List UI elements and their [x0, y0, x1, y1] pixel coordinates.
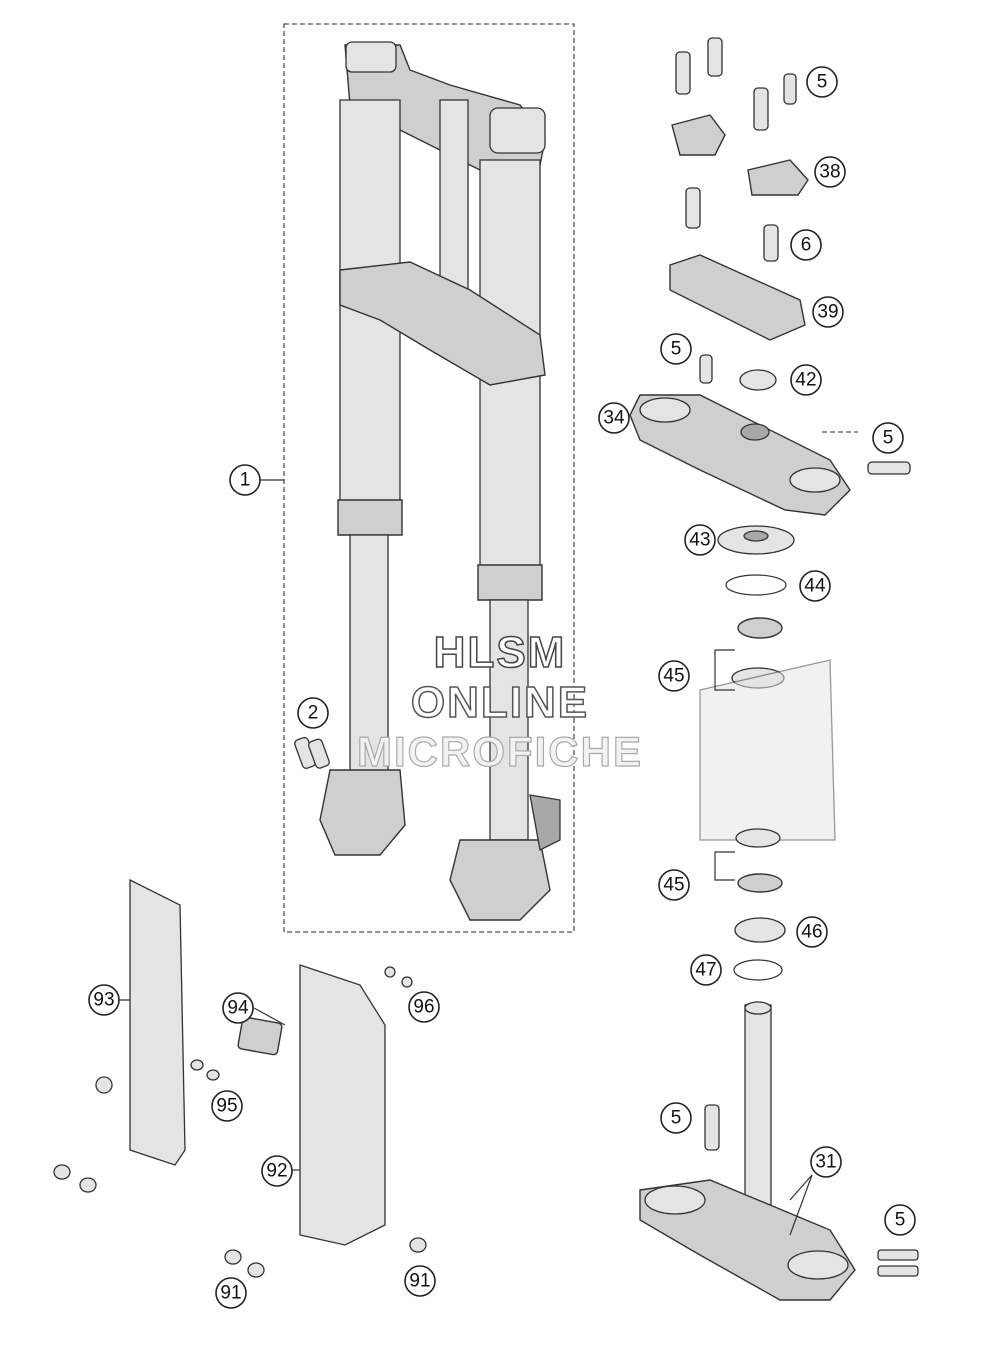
svg-text:38: 38: [819, 162, 840, 183]
callout-43: 43: [684, 524, 716, 556]
callout-47: 47: [690, 954, 722, 986]
upper-triple-clamp: [629, 394, 911, 516]
svg-text:47: 47: [695, 960, 716, 981]
svg-text:44: 44: [804, 576, 826, 597]
o-ring-44: [725, 574, 787, 596]
svg-text:1: 1: [240, 470, 251, 491]
svg-text:43: 43: [689, 530, 710, 551]
callout-31: 31: [810, 1146, 842, 1178]
watermark-line-2: ONLINE: [410, 677, 590, 728]
callout-6: 6: [790, 229, 822, 261]
svg-text:5: 5: [883, 428, 894, 449]
svg-text:91: 91: [409, 1271, 430, 1292]
svg-text:5: 5: [671, 1108, 682, 1129]
svg-text:91: 91: [220, 1283, 241, 1304]
svg-text:45: 45: [663, 666, 684, 687]
svg-text:96: 96: [413, 997, 434, 1018]
watermark-line-1: HLSM: [433, 627, 567, 678]
callout-5e: 5: [884, 1204, 916, 1236]
svg-text:93: 93: [93, 990, 114, 1011]
callout-38: 38: [814, 156, 846, 188]
callout-45a: 45: [658, 660, 690, 692]
callout-5c: 5: [872, 422, 904, 454]
callout-39: 39: [812, 296, 844, 328]
svg-text:94: 94: [227, 998, 249, 1019]
callout-95: 95: [211, 1090, 243, 1122]
svg-text:42: 42: [795, 370, 816, 391]
callout-1: 1: [229, 464, 261, 496]
callout-5a: 5: [806, 66, 838, 98]
fork-guards: [53, 878, 427, 1278]
callout-96: 96: [408, 991, 440, 1023]
dust-seal-46: [734, 917, 786, 943]
fork-assembly: [319, 41, 561, 921]
svg-text:6: 6: [801, 235, 812, 256]
callout-44: 44: [799, 570, 831, 602]
handlebar-clamp-parts: [669, 37, 809, 391]
svg-text:2: 2: [308, 703, 319, 724]
svg-text:34: 34: [603, 408, 625, 429]
bolt-pair: [294, 736, 330, 769]
callout-34: 34: [598, 402, 630, 434]
svg-text:39: 39: [817, 302, 838, 323]
svg-text:5: 5: [817, 72, 828, 93]
svg-text:95: 95: [216, 1096, 237, 1117]
svg-text:5: 5: [671, 339, 682, 360]
callout-94: 94: [222, 992, 254, 1024]
callout-46: 46: [796, 916, 828, 948]
callout-91a: 91: [215, 1277, 247, 1309]
lower-triple-clamp: [639, 1001, 919, 1301]
svg-text:45: 45: [663, 875, 684, 896]
watermark-line-3: MICROFICHE: [356, 727, 643, 775]
callout-42: 42: [790, 364, 822, 396]
callout-91b: 91: [404, 1265, 436, 1297]
steering-bearing-set: [699, 617, 836, 893]
callout-92: 92: [261, 1155, 293, 1187]
svg-text:31: 31: [815, 1152, 836, 1173]
callout-93: 93: [88, 984, 120, 1016]
svg-text:92: 92: [266, 1161, 287, 1182]
callout-45b: 45: [658, 869, 690, 901]
callout-2: 2: [297, 697, 329, 729]
fork-assembly-frame: [283, 23, 575, 933]
svg-text:46: 46: [801, 922, 822, 943]
svg-text:5: 5: [895, 1210, 906, 1231]
callout-5d: 5: [660, 1102, 692, 1134]
callout-5b: 5: [660, 333, 692, 365]
o-ring-47: [733, 959, 783, 981]
